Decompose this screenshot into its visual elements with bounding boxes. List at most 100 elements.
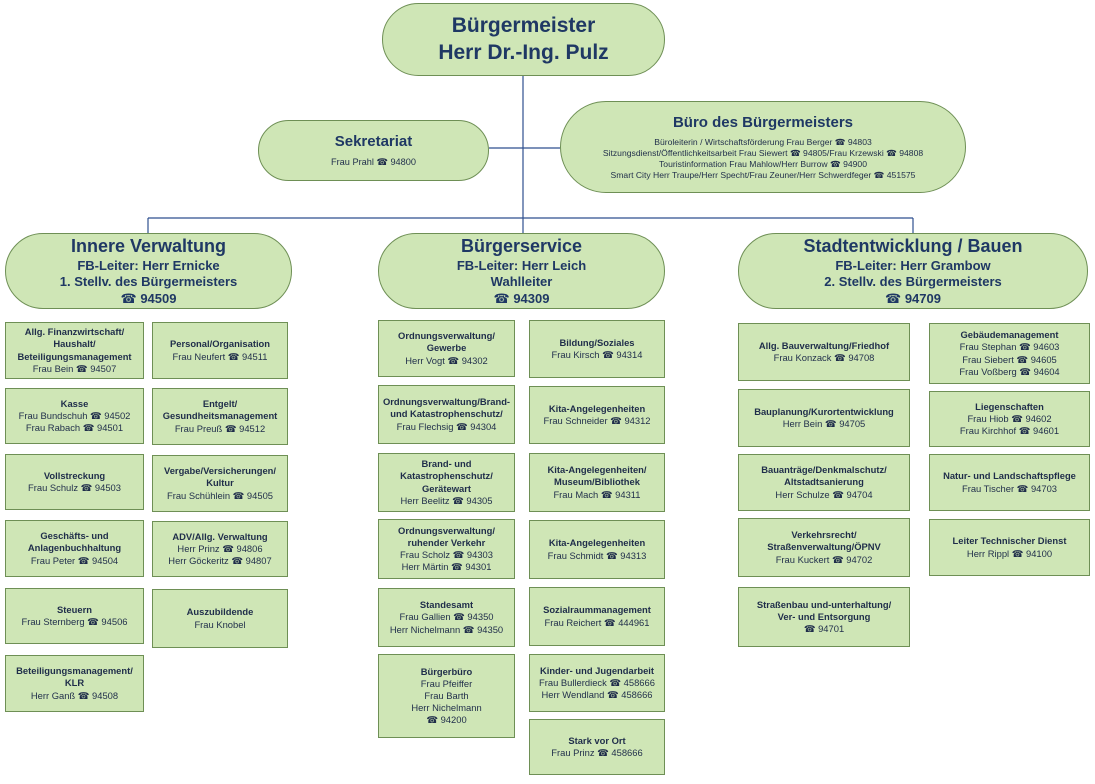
unit-box: Natur- und Landschaftspflege Frau Tische… [929,454,1090,511]
unit-line: Frau Schühlein ☎ 94505 [166,489,273,501]
unit-box: Ordnungsverwaltung/ ruhender Verkehr Fra… [378,519,515,579]
unit-line: Herr Wendland ☎ 458666 [541,689,653,701]
buero-line: Sitzungsdienst/Öffentlichkeitsarbeit Fra… [602,147,924,158]
unit-title: Kita-Angelegenheiten [548,537,646,549]
unit-title: Personal/Organisation [169,338,271,350]
unit-title: Kita-Angelegenheiten [548,402,646,414]
unit-line: Frau Flechsig ☎ 94304 [396,420,497,432]
department-stadtentwicklung-bauen: Stadtentwicklung / Bauen FB-Leiter: Herr… [738,233,1088,309]
unit-title: Liegenschaften [975,400,1044,412]
unit-title: Bauplanung/Kurortentwicklung [754,405,894,417]
unit-title: Ordnungsverwaltung/ ruhender Verkehr [398,524,495,548]
unit-line: Frau Kirsch ☎ 94314 [551,349,643,360]
unit-title: Bauanträge/Denkmalschutz/ Altstadtsanier… [761,464,887,488]
unit-box: Personal/Organisation Frau Neufert ☎ 945… [152,322,288,379]
unit-title: Beteiligungsmanagement/ KLR [16,665,133,689]
unit-line: Frau Bullerdieck ☎ 458666 [539,676,655,688]
unit-line: Frau Kuckert ☎ 94702 [775,553,873,565]
unit-line: Frau Kirchhof ☎ 94601 [959,425,1060,437]
department-phone: ☎ 94309 [493,290,550,306]
department-line: 1. Stellv. des Bürgermeisters [59,274,238,290]
unit-line: Frau Rabach ☎ 94501 [25,422,124,434]
unit-line: Frau Preuß ☎ 94512 [174,422,266,434]
unit-box: Gebäudemanagement Frau Stephan ☎ 94603 F… [929,323,1090,384]
unit-line: Frau Voßberg ☎ 94604 [959,365,1060,377]
unit-title: Entgelt/ Gesundheitsmanagement [162,398,278,422]
unit-title: Ordnungsverwaltung/ Gewerbe [398,330,495,354]
department-innere-verwaltung: Innere Verwaltung FB-Leiter: Herr Ernick… [5,233,292,309]
unit-title: Ordnungsverwaltung/Brand- und Katastroph… [382,396,511,420]
unit-title: Leiter Technischer Dienst [952,535,1067,547]
department-phone: ☎ 94709 [885,290,941,306]
unit-title: Kita-Angelegenheiten/ Museum/Bibliothek [547,464,647,488]
sekretariat-box: Sekretariat Frau Prahl ☎ 94800 [258,120,489,181]
unit-box: Bauplanung/Kurortentwicklung Herr Bein ☎… [738,389,910,447]
unit-line: Frau Scholz ☎ 94303 [400,549,493,560]
department-line: 2. Stellv. des Bürgermeisters [824,274,1002,290]
unit-line: Frau Knobel [194,618,246,630]
unit-line: Frau Barth [424,689,469,701]
unit-line: Herr Märtin ☎ 94301 [401,561,492,573]
unit-box: ADV/Allg. Verwaltung Herr Prinz ☎ 94806 … [152,521,288,577]
department-line: FB-Leiter: Herr Ernicke [77,257,220,273]
unit-box: Kasse Frau Bundschuh ☎ 94502 Frau Rabach… [5,388,144,444]
unit-box: Standesamt Frau Gallien ☎ 94350 Herr Nic… [378,588,515,647]
mayor-title: Bürgermeister [451,13,596,37]
unit-box: Allg. Bauverwaltung/Friedhof Frau Konzac… [738,323,910,381]
unit-title: Allg. Bauverwaltung/Friedhof [758,339,890,351]
unit-title: Kasse [60,397,89,409]
mayor-box: Bürgermeister Herr Dr.-Ing. Pulz [382,3,665,76]
unit-box: Brand- und Katastrophenschutz/ Gerätewar… [378,453,515,512]
unit-line: Herr Ganß ☎ 94508 [30,689,119,701]
department-title: Bürgerservice [460,235,583,256]
unit-box: Geschäfts- und Anlagenbuchhaltung Frau P… [5,520,144,577]
unit-title: Stark vor Ort [568,734,626,746]
unit-line: Frau Hiob ☎ 94602 [967,412,1052,424]
unit-line: Herr Nichelmann ☎ 94350 [389,623,504,635]
unit-line: Herr Rippl ☎ 94100 [966,547,1053,559]
unit-title: Bürgerbüro [420,665,473,677]
unit-box: Stark vor Ort Frau Prinz ☎ 458666 [529,719,665,775]
unit-title: Geschäfts- und Anlagenbuchhaltung [27,530,122,554]
unit-line: Frau Mach ☎ 94311 [553,488,641,500]
unit-line: Frau Schulz ☎ 94503 [28,482,121,493]
department-line: FB-Leiter: Herr Grambow [835,257,991,273]
unit-line: Herr Beelitz ☎ 94305 [400,494,493,506]
unit-line: Frau Pfeiffer [420,677,473,689]
unit-line: Frau Schneider ☎ 94312 [543,415,651,426]
unit-box: Bauanträge/Denkmalschutz/ Altstadtsanier… [738,454,910,511]
buero-line: Büroleiterin / Wirtschaftsförderung Frau… [654,136,872,147]
unit-title: Bildung/Soziales [559,336,635,348]
unit-title: Straßenbau und-unterhaltung/ Ver- und En… [756,598,892,622]
department-phone: ☎ 94509 [120,290,177,306]
unit-line: Frau Gallien ☎ 94350 [399,611,494,623]
unit-box: Kinder- und Jugendarbeit Frau Bullerdiec… [529,654,665,712]
department-title: Innere Verwaltung [70,235,227,256]
unit-box: Vollstreckung Frau Schulz ☎ 94503 [5,454,144,510]
unit-title: Gebäudemanagement [960,329,1059,341]
unit-title: Vergabe/Versicherungen/ Kultur [163,465,277,489]
unit-line: Herr Bein ☎ 94705 [782,418,866,429]
mayor-name: Herr Dr.-Ing. Pulz [438,40,609,64]
department-line: FB-Leiter: Herr Leich [456,257,587,273]
unit-box: Sozialraummanagement Frau Reichert ☎ 444… [529,587,665,646]
unit-title: ADV/Allg. Verwaltung [172,530,268,542]
unit-box: Straßenbau und-unterhaltung/ Ver- und En… [738,587,910,647]
unit-line: Herr Nichelmann [411,702,482,714]
unit-line: ☎ 94701 [803,623,845,635]
unit-line: Herr Prinz ☎ 94806 [177,542,263,554]
unit-line: Frau Stephan ☎ 94603 [959,341,1060,353]
buero-line: Smart City Herr Traupe/Herr Specht/Frau … [610,169,916,180]
unit-box: Verkehrsrecht/ Straßenverwaltung/ÖPNV Fr… [738,518,910,577]
unit-line: Frau Konzack ☎ 94708 [773,352,875,363]
unit-box: Bürgerbüro Frau Pfeiffer Frau Barth Herr… [378,654,515,738]
unit-line: Herr Göckeritz ☎ 94807 [168,555,272,567]
department-buergerservice: Bürgerservice FB-Leiter: Herr Leich Wahl… [378,233,665,309]
unit-line: Frau Peter ☎ 94504 [30,554,119,566]
unit-box: Allg. Finanzwirtschaft/ Haushalt/ Beteil… [5,322,144,379]
unit-box: Steuern Frau Sternberg ☎ 94506 [5,588,144,644]
unit-line: Frau Schmidt ☎ 94313 [547,549,647,561]
unit-box: Kita-Angelegenheiten/ Museum/Bibliothek … [529,453,665,512]
unit-box: Entgelt/ Gesundheitsmanagement Frau Preu… [152,388,288,445]
unit-line: Frau Prinz ☎ 458666 [551,747,643,758]
